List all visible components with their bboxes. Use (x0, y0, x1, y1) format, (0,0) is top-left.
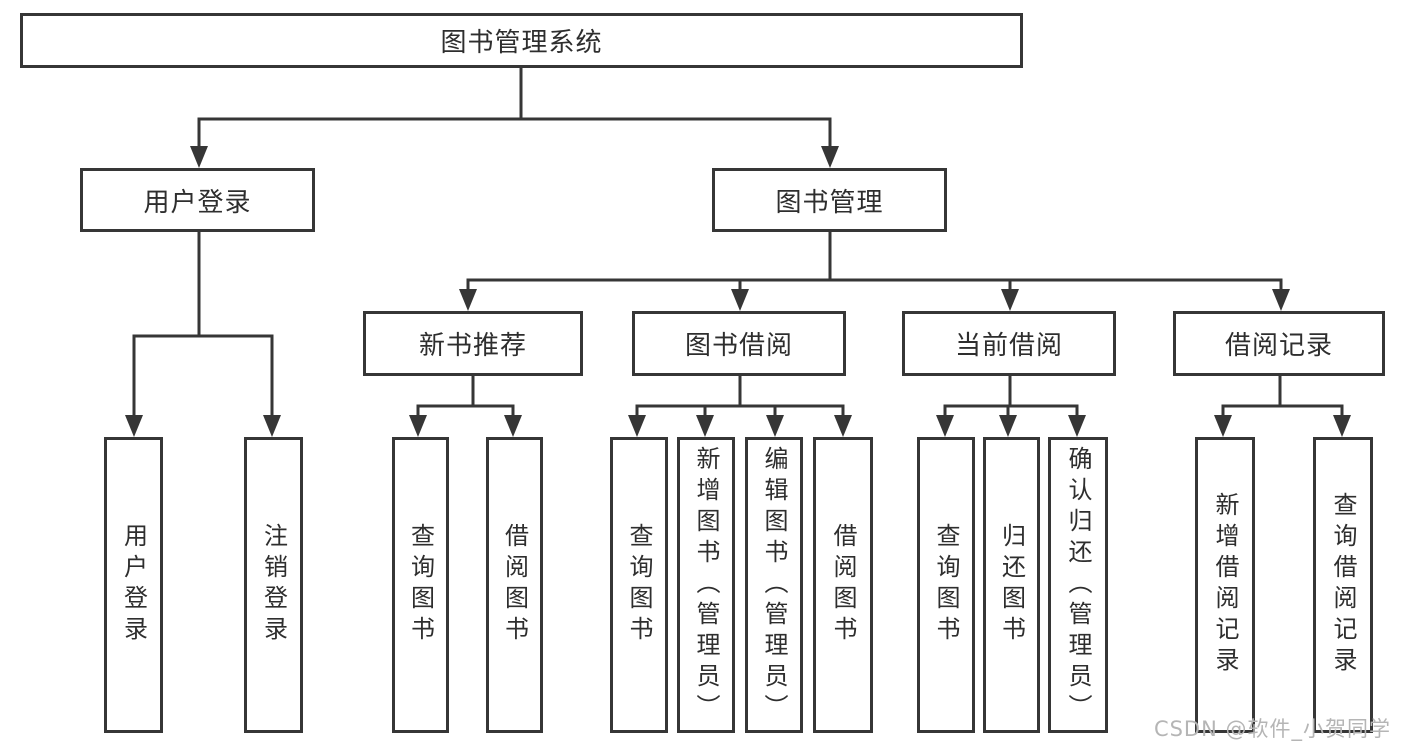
leaf-return-books-label: 归还图书 (997, 523, 1026, 647)
csdn-watermark: CSDN @软件_小贺同学 (1153, 717, 1391, 741)
leaf-borrow-books: 借阅图书 (813, 437, 873, 733)
leaf-user-login: 用户登录 (104, 437, 163, 733)
leaf-user-login-label: 用户登录 (119, 523, 148, 647)
leaf-query-borrow-record: 查询借阅记录 (1313, 437, 1373, 733)
leaf-recommend-query-books: 查询图书 (392, 437, 449, 733)
leaf-current-query-books: 查询图书 (917, 437, 975, 733)
node-current-borrow: 当前借阅 (902, 311, 1116, 376)
leaf-add-books-admin: 新增图书（管理员） (677, 437, 735, 733)
node-user-login: 用户登录 (80, 168, 315, 232)
leaf-confirm-return-admin: 确认归还（管理员） (1048, 437, 1108, 733)
leaf-add-borrow-record-label: 新增借阅记录 (1211, 492, 1239, 678)
leaf-recommend-borrow-books: 借阅图书 (486, 437, 543, 733)
node-root-label: 图书管理系统 (440, 28, 603, 58)
leaf-return-books: 归还图书 (983, 437, 1040, 733)
leaf-edit-books-admin-label: 编辑图书（管理员） (760, 445, 788, 725)
arrowhead-icons (125, 146, 1351, 437)
leaf-query-borrow-record-label: 查询借阅记录 (1329, 492, 1357, 678)
leaf-logout-label: 注销登录 (259, 523, 288, 647)
node-root: 图书管理系统 (20, 13, 1023, 68)
leaf-borrow-books-label: 借阅图书 (829, 523, 857, 647)
node-borrow-records: 借阅记录 (1173, 311, 1385, 376)
node-new-book-recommend: 新书推荐 (363, 311, 583, 376)
leaf-logout: 注销登录 (244, 437, 303, 733)
leaf-recommend-borrow-books-label: 借阅图书 (500, 523, 529, 647)
leaf-borrow-query-books: 查询图书 (610, 437, 668, 733)
leaf-confirm-return-admin-label: 确认归还（管理员） (1064, 445, 1092, 725)
leaf-current-query-books-label: 查询图书 (932, 523, 960, 647)
node-book-borrow: 图书借阅 (632, 311, 846, 376)
leaf-add-borrow-record: 新增借阅记录 (1195, 437, 1255, 733)
node-book-management: 图书管理 (712, 168, 947, 232)
leaf-recommend-query-books-label: 查询图书 (406, 523, 435, 647)
node-current-borrow-label: 当前借阅 (954, 331, 1063, 361)
node-user-login-label: 用户登录 (143, 187, 252, 218)
node-new-book-recommend-label: 新书推荐 (418, 331, 527, 361)
node-borrow-records-label: 借阅记录 (1224, 331, 1333, 361)
node-book-borrow-label: 图书借阅 (684, 331, 793, 361)
leaf-edit-books-admin: 编辑图书（管理员） (745, 437, 803, 733)
node-book-management-label: 图书管理 (775, 187, 884, 218)
leaf-add-books-admin-label: 新增图书（管理员） (692, 445, 720, 725)
leaf-borrow-query-books-label: 查询图书 (625, 523, 653, 647)
